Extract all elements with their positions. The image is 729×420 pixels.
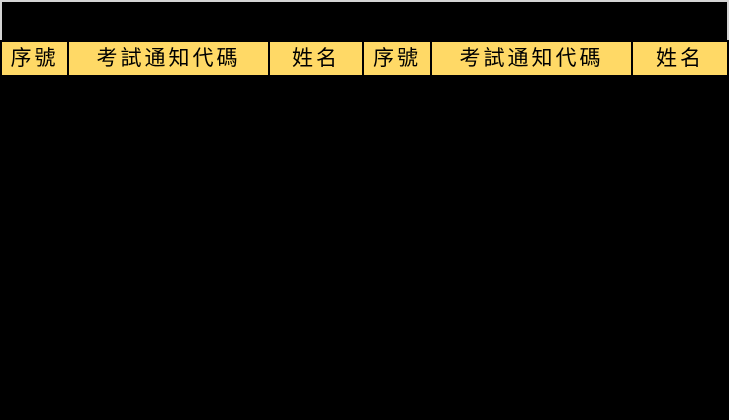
- frame-border-left: [0, 0, 2, 40]
- table-header-row: 序號 考試通知代碼 姓名 序號 考試通知代碼 姓名: [0, 42, 729, 75]
- frame-border-right: [727, 0, 729, 40]
- header-cell-exam-code-left[interactable]: 考試通知代碼: [69, 42, 270, 75]
- header-cell-name-right[interactable]: 姓名: [633, 42, 729, 75]
- header-cell-name-left[interactable]: 姓名: [270, 42, 364, 75]
- header-cell-serial-left[interactable]: 序號: [0, 42, 69, 75]
- header-cell-serial-right[interactable]: 序號: [364, 42, 432, 75]
- frame-border-top: [0, 0, 729, 2]
- table-title-cell[interactable]: [2, 2, 727, 41]
- table-body-empty[interactable]: [0, 75, 729, 420]
- header-cell-exam-code-right[interactable]: 考試通知代碼: [432, 42, 633, 75]
